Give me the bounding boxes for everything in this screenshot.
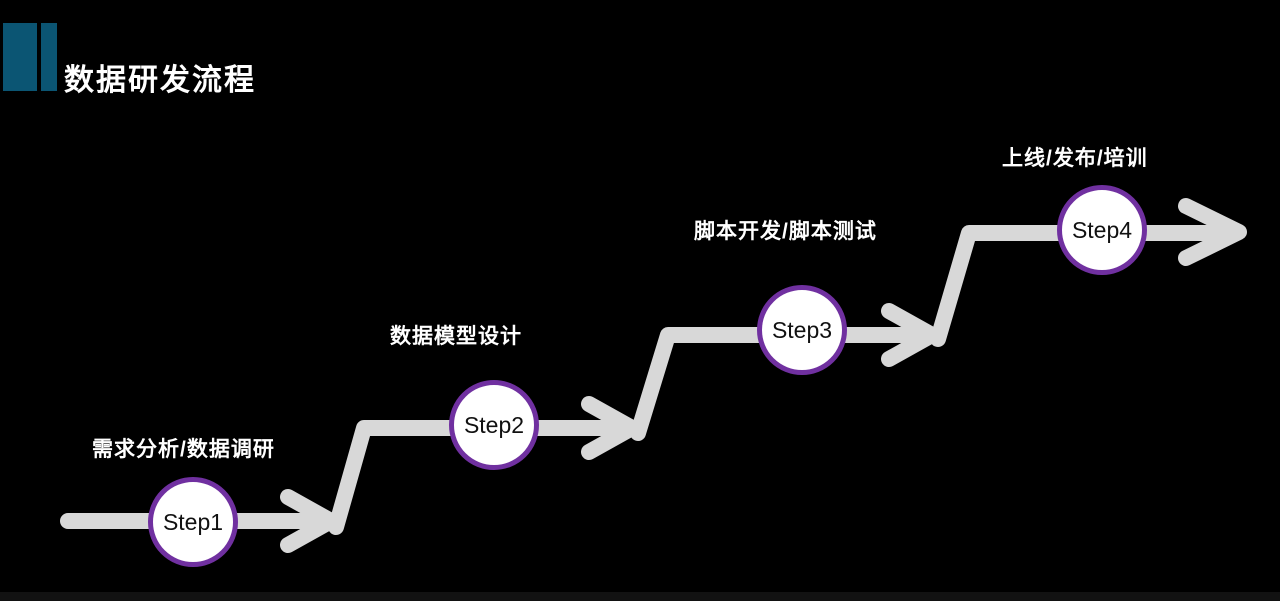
step-label-step4: 上线/发布/培训: [1002, 147, 1148, 170]
flow-arrowhead-2-icon: [581, 396, 640, 460]
accent-bar-wide: [3, 23, 37, 91]
flow-segment-2: [328, 420, 640, 535]
flow-arrowhead-1-icon: [280, 489, 339, 553]
step-label-step2: 数据模型设计: [390, 325, 522, 348]
bottom-edge: [0, 592, 1280, 601]
flow-arrowhead-3-icon: [881, 303, 940, 367]
step-circle-step3-text: Step3: [771, 316, 833, 343]
accent-bar-narrow: [41, 23, 57, 91]
step-circle-step1-text: Step1: [162, 508, 224, 535]
step-circle-step4-text: Step4: [1071, 216, 1133, 243]
step-label-step3: 脚本开发/脚本测试: [694, 220, 877, 243]
page-title: 数据研发流程: [64, 64, 256, 98]
step-circle-step4: Step4: [1057, 185, 1147, 275]
step-circle-step3: Step3: [757, 285, 847, 375]
step-label-step1: 需求分析/数据调研: [92, 438, 275, 461]
step-circle-step2-text: Step2: [463, 411, 525, 438]
step-circle-step2: Step2: [449, 380, 539, 470]
step-circle-step1: Step1: [148, 477, 238, 567]
flow-arrowhead-4-icon: [1178, 198, 1247, 266]
